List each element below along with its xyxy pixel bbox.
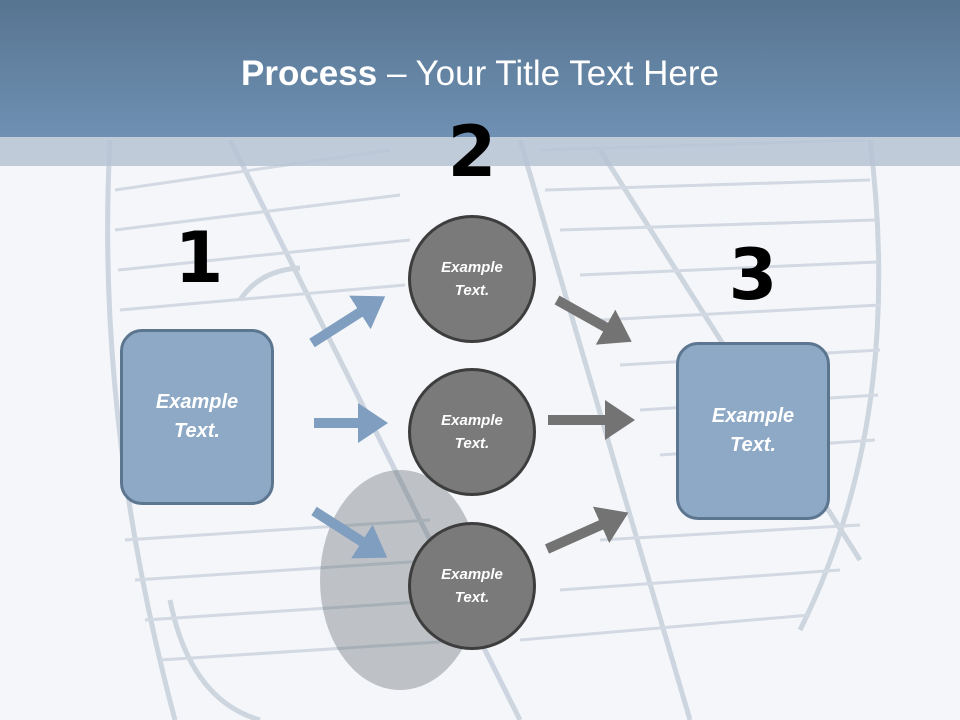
process-circle-1: Example Text. [408, 215, 536, 343]
step-number-3: 3 [728, 234, 778, 316]
title-strip [0, 137, 960, 166]
right-process-box: Example Text. [676, 342, 830, 520]
title-bold: Process [241, 54, 378, 93]
process-circle-2: Example Text. [408, 368, 536, 496]
slide-title: Process – Your Title Text Here [0, 52, 960, 96]
arrow-up-right-gray [544, 506, 629, 554]
arrow-down-right-gray [554, 295, 632, 345]
step-number-2: 2 [447, 111, 497, 193]
arrow-up-right-blue [309, 295, 386, 348]
left-process-box: Example Text. [120, 329, 274, 505]
title-bar [0, 0, 960, 137]
arrow-down-right-blue [311, 506, 388, 559]
title-rest: – Your Title Text Here [377, 54, 719, 93]
process-circle-3: Example Text. [408, 522, 536, 650]
step-number-1: 1 [174, 217, 224, 299]
